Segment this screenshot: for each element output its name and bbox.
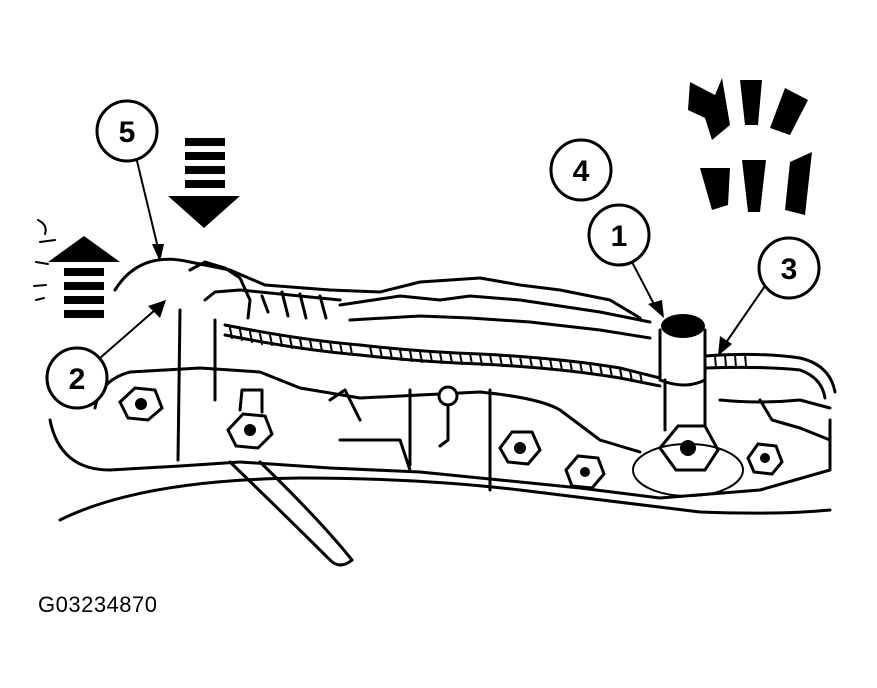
callout-4: 4: [549, 138, 613, 202]
bolt-icon: [746, 442, 784, 476]
callout-label: 1: [611, 220, 628, 253]
arrow-cluster-top-right: [688, 78, 812, 215]
bolt-icon: [498, 430, 542, 466]
callout-2: 2: [45, 300, 166, 410]
callout-1: 1: [587, 203, 664, 318]
figure-id: G03234870: [38, 592, 158, 617]
bolt-icon: [632, 424, 744, 497]
callout-label: 5: [119, 116, 136, 149]
callout-3: 3: [718, 236, 821, 356]
up-arrow-icon: [33, 219, 120, 318]
callout-label: 4: [573, 155, 590, 188]
engine-body: [48, 257, 837, 567]
down-arrow-icon: [168, 138, 240, 228]
bolt-icon: [564, 454, 606, 490]
bolt-icon: [118, 386, 164, 422]
bolt-icon: [437, 385, 459, 448]
callout-5: 5: [95, 99, 164, 262]
bolt-icon: [226, 388, 274, 450]
callout-label: 2: [69, 363, 86, 396]
callout-label: 3: [781, 253, 798, 286]
